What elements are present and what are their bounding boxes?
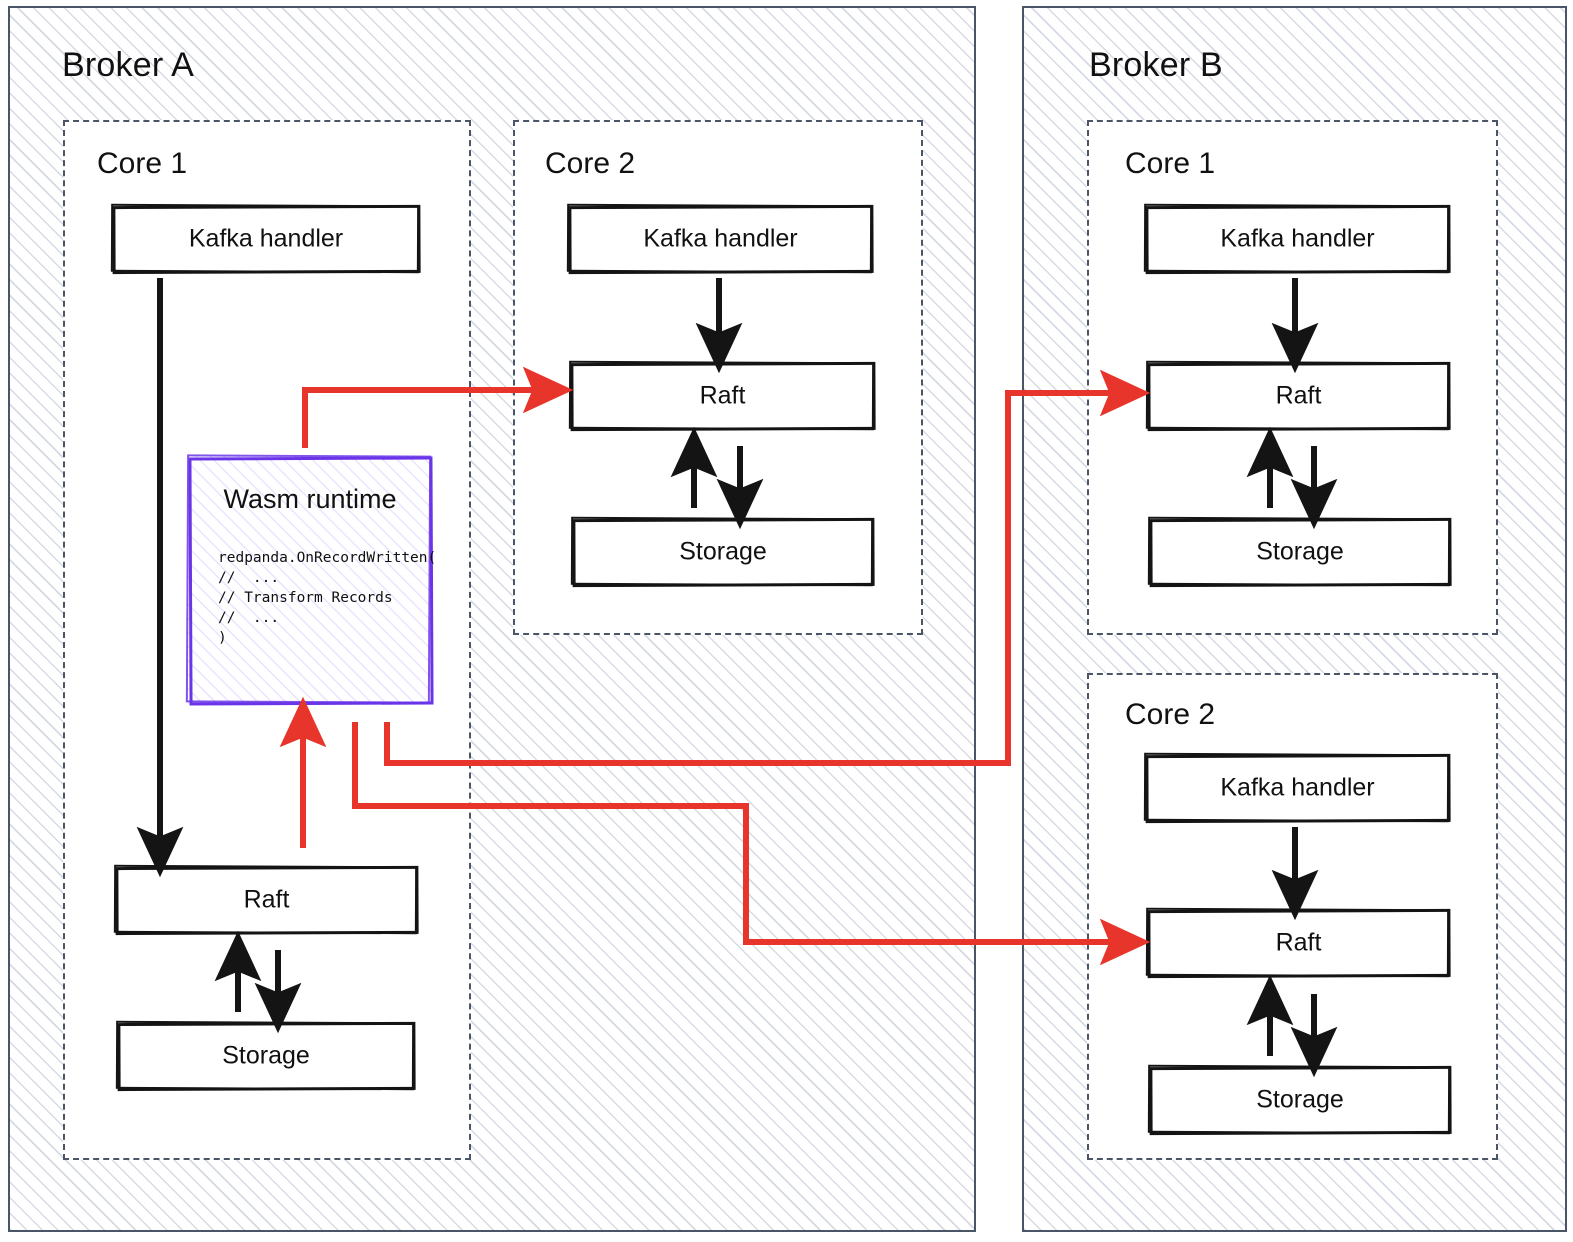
broker-b-core-2-raft[interactable]: Raft [1145,907,1451,979]
broker-a-core-1-raft[interactable]: Raft [113,864,419,936]
broker-b-core-1-storage[interactable]: Storage [1147,516,1452,588]
broker-b-core-2-title: Core 2 [1125,698,1216,731]
wasm-runtime-code: redpanda.OnRecordWritten( // ... // Tran… [218,550,437,646]
node-label: Kafka handler [1220,224,1375,253]
broker-a-title: Broker A [62,46,194,84]
node-label: Raft [1275,928,1322,957]
broker-a-core-1-title: Core 1 [97,147,188,180]
node-label: Storage [1256,537,1344,566]
broker-b-core-2-kafka-handler[interactable]: Kafka handler [1143,752,1451,824]
broker-b-core-1-title: Core 1 [1125,147,1216,180]
broker-a-core-2-raft[interactable]: Raft [568,360,876,432]
node-label: Kafka handler [188,224,344,253]
wasm-runtime-title: Wasm runtime [223,484,397,514]
node-label: Raft [243,885,290,914]
node-label: Kafka handler [1220,773,1375,802]
node-label: Storage [222,1041,310,1070]
broker-a-core-2-title: Core 2 [545,147,636,180]
broker-b-title: Broker B [1089,46,1223,84]
node-label: Raft [699,381,746,410]
node-label: Kafka handler [643,224,798,253]
broker-b-core-2-storage[interactable]: Storage [1147,1064,1452,1136]
node-label: Storage [679,537,767,566]
broker-a-core-1-storage[interactable]: Storage [115,1020,416,1092]
broker-a-core-2-storage[interactable]: Storage [570,516,875,588]
node-label: Raft [1275,381,1322,410]
wasm-runtime-box[interactable]: Wasm runtime redpanda.OnRecordWritten( /… [185,454,436,706]
broker-b-core-1-kafka-handler[interactable]: Kafka handler [1143,203,1451,275]
broker-a-core-1-kafka-handler[interactable]: Kafka handler [110,203,421,275]
broker-b-core-1-raft[interactable]: Raft [1145,360,1451,432]
node-label: Storage [1256,1085,1344,1114]
broker-a-core-2-kafka-handler[interactable]: Kafka handler [566,203,874,275]
